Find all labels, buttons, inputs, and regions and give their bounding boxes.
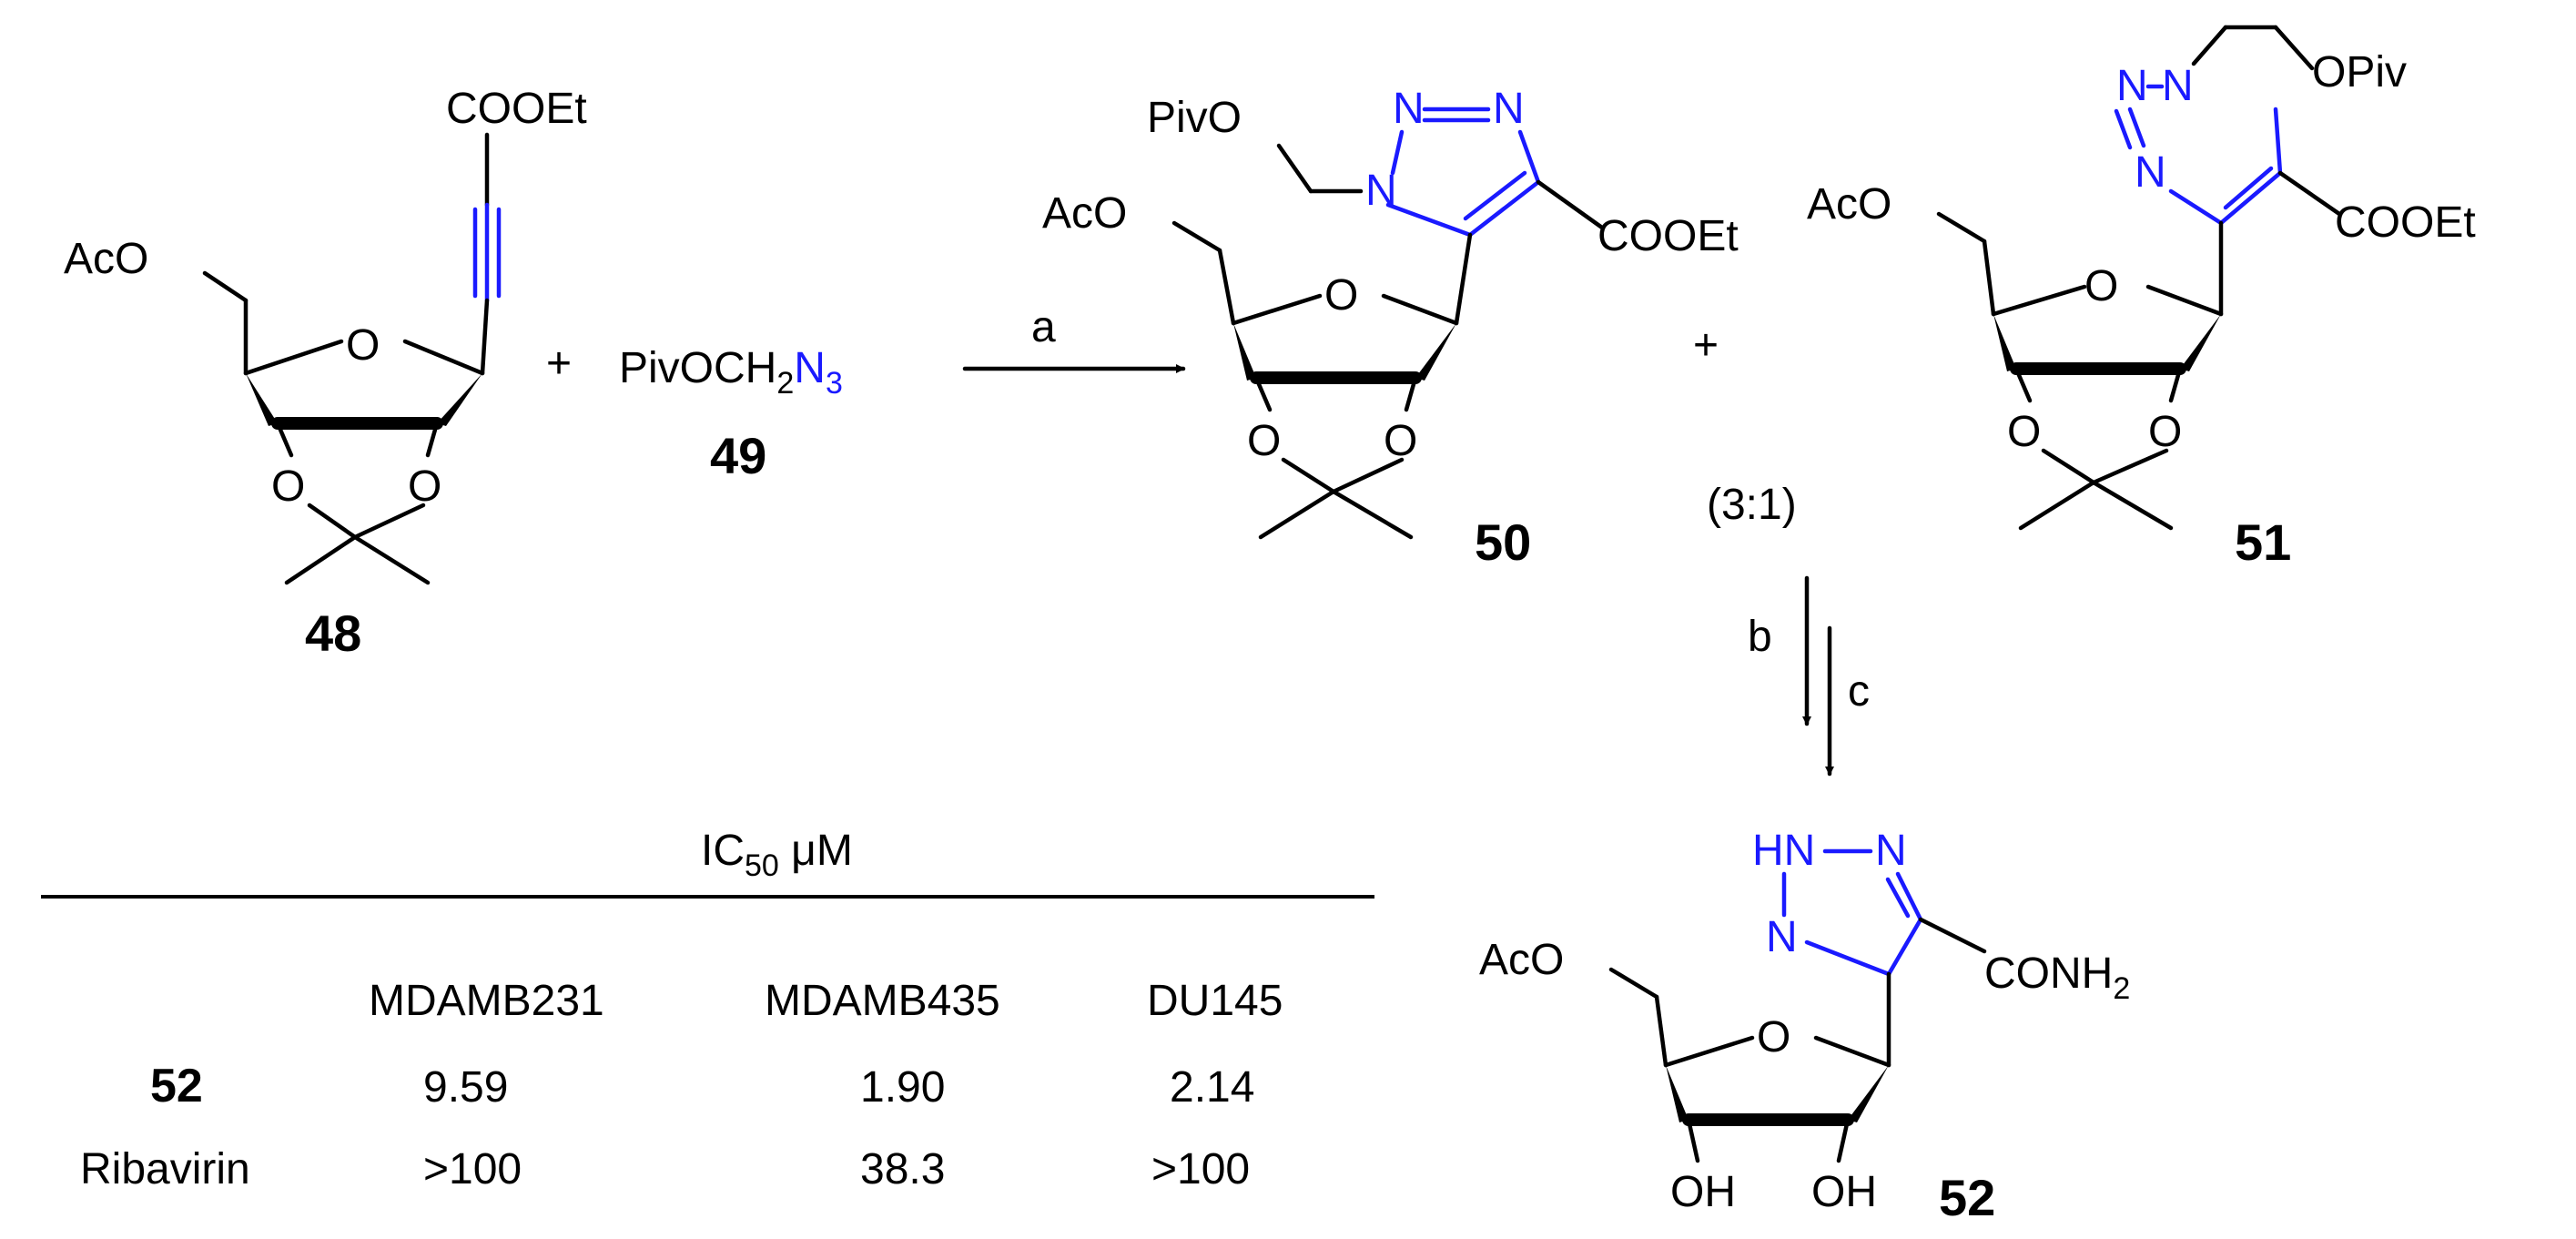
table-cell: >100 bbox=[423, 1145, 522, 1193]
c52-nh: HN bbox=[1752, 827, 1815, 875]
step-a-label: a bbox=[1031, 303, 1056, 351]
table-cell: 2.14 bbox=[1170, 1063, 1254, 1112]
c51-n1: N bbox=[2162, 62, 2194, 110]
c50-n3: N bbox=[1493, 85, 1525, 133]
compound-51: N N N OPiv COOEt O AcO O O 51 bbox=[1807, 25, 2476, 571]
c48-ring-oxygen: O bbox=[346, 321, 380, 370]
c50-diol-oxygen-2: O bbox=[1384, 417, 1417, 465]
table-col-header: MDAMB231 bbox=[369, 977, 604, 1025]
c52-number: 52 bbox=[1939, 1169, 1995, 1226]
c50-number: 50 bbox=[1475, 513, 1531, 571]
table-row-name: 52 bbox=[150, 1060, 203, 1112]
ratio-label: (3:1) bbox=[1707, 481, 1797, 529]
compound-52: HN N N CONH2 O AcO OH OH 52 bbox=[1479, 827, 2130, 1226]
c52-acetoxy-label: AcO bbox=[1479, 936, 1564, 984]
compound-48: COOEt O AcO O O 48 bbox=[64, 85, 587, 662]
c48-acetoxy-label: AcO bbox=[64, 235, 148, 283]
table-cell: 9.59 bbox=[423, 1063, 508, 1112]
c51-diol-oxygen-2: O bbox=[2148, 408, 2182, 456]
plus-sign-2: + bbox=[1693, 321, 1719, 370]
c51-acetoxy-label: AcO bbox=[1807, 180, 1891, 229]
table-cell: 1.90 bbox=[860, 1063, 945, 1112]
c51-n3: N bbox=[2135, 148, 2166, 197]
c49-number: 49 bbox=[710, 427, 766, 484]
c50-n2: N bbox=[1393, 85, 1425, 133]
c49-formula: PivOCH2N3 bbox=[619, 344, 843, 401]
c51-number: 51 bbox=[2235, 513, 2291, 571]
compound-50: PivO N N N COOEt O AcO O O 50 bbox=[1042, 85, 1739, 571]
table-col-header: MDAMB435 bbox=[765, 977, 1000, 1025]
c48-ester-label: COOEt bbox=[446, 85, 587, 133]
step-b-label: b bbox=[1748, 613, 1772, 661]
ic50-table: IC50 μM MDAMB231 MDAMB435 DU145 52 9.59 … bbox=[41, 827, 1374, 1193]
c51-diol-oxygen-1: O bbox=[2007, 408, 2041, 456]
c48-diol-oxygen-2: O bbox=[408, 462, 441, 511]
step-c-label: c bbox=[1848, 667, 1870, 716]
c51-ring-oxygen: O bbox=[2084, 262, 2118, 310]
c52-n2: N bbox=[1875, 827, 1907, 875]
table-header: IC50 μM bbox=[701, 827, 853, 883]
table-cell: >100 bbox=[1151, 1145, 1250, 1193]
c48-number: 48 bbox=[305, 604, 361, 662]
c52-n3: N bbox=[1766, 913, 1798, 961]
c48-diol-oxygen-1: O bbox=[271, 462, 305, 511]
c50-ring-oxygen: O bbox=[1324, 271, 1358, 320]
c50-piv-label: PivO bbox=[1147, 94, 1242, 142]
compound-49: PivOCH2N3 49 bbox=[619, 344, 843, 484]
plus-sign-1: + bbox=[546, 340, 572, 388]
table-cell: 38.3 bbox=[860, 1145, 945, 1193]
table-col-header: DU145 bbox=[1147, 977, 1283, 1025]
c52-amide-label: CONH2 bbox=[1984, 950, 2130, 1006]
c50-ester-label: COOEt bbox=[1597, 212, 1739, 260]
c52-ring-oxygen: O bbox=[1757, 1013, 1790, 1061]
c51-piv-label: OPiv bbox=[2312, 48, 2407, 96]
table-row-name: Ribavirin bbox=[80, 1145, 250, 1193]
c52-hydroxyl-1: OH bbox=[1670, 1168, 1736, 1216]
c50-acetoxy-label: AcO bbox=[1042, 189, 1127, 238]
c50-diol-oxygen-1: O bbox=[1247, 417, 1281, 465]
c48-alkyne bbox=[472, 202, 502, 303]
c51-n2: N bbox=[2116, 62, 2148, 110]
c51-ester-label: COOEt bbox=[2335, 198, 2476, 247]
c52-hydroxyl-2: OH bbox=[1811, 1168, 1877, 1216]
